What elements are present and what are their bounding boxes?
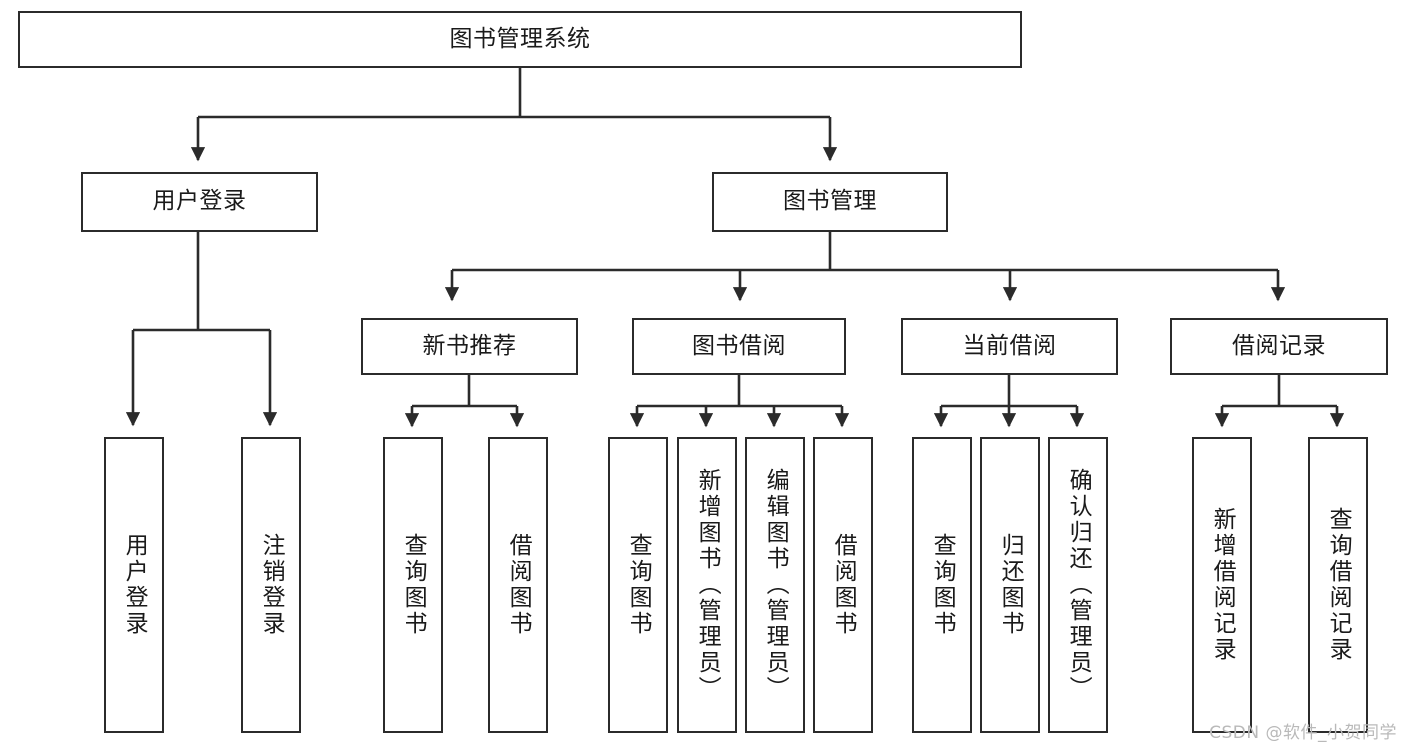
node-borrow-record[interactable]: 借阅记录 [1170, 318, 1388, 375]
node-book-borrow-label: 图书借阅 [692, 332, 786, 359]
node-leaf-confirm-return[interactable]: 确认归还（管理员） [1048, 437, 1108, 733]
node-leaf-edit-book-label: 编辑图书（管理员） [762, 468, 789, 702]
node-leaf-add-book[interactable]: 新增图书（管理员） [677, 437, 737, 733]
node-leaf-borrow-book-2[interactable]: 借阅图书 [813, 437, 873, 733]
node-new-book-recommend-label: 新书推荐 [422, 332, 517, 359]
node-leaf-borrow-book-1-label: 借阅图书 [505, 533, 532, 637]
node-book-manage-label: 图书管理 [783, 188, 877, 215]
node-leaf-user-login[interactable]: 用户登录 [104, 437, 164, 733]
node-leaf-logout-login[interactable]: 注销登录 [241, 437, 301, 733]
node-borrow-record-label: 借阅记录 [1232, 332, 1326, 359]
node-leaf-edit-book[interactable]: 编辑图书（管理员） [745, 437, 805, 733]
node-root[interactable]: 图书管理系统 [18, 11, 1022, 68]
node-leaf-logout-login-label: 注销登录 [258, 533, 285, 637]
node-leaf-borrow-book-1[interactable]: 借阅图书 [488, 437, 548, 733]
node-leaf-query-book-3-label: 查询图书 [929, 533, 956, 637]
node-leaf-add-borrow-record[interactable]: 新增借阅记录 [1192, 437, 1252, 733]
node-leaf-query-borrow-record-label: 查询借阅记录 [1325, 507, 1352, 663]
node-leaf-borrow-book-2-label: 借阅图书 [830, 533, 857, 637]
node-current-borrow-label: 当前借阅 [962, 332, 1057, 359]
node-leaf-query-book-1-label: 查询图书 [400, 533, 427, 637]
node-leaf-query-book-1[interactable]: 查询图书 [383, 437, 443, 733]
node-new-book-recommend[interactable]: 新书推荐 [361, 318, 578, 375]
node-user-login[interactable]: 用户登录 [81, 172, 318, 232]
node-leaf-query-book-3[interactable]: 查询图书 [912, 437, 972, 733]
node-leaf-query-book-2[interactable]: 查询图书 [608, 437, 668, 733]
node-leaf-add-borrow-record-label: 新增借阅记录 [1209, 507, 1236, 663]
node-book-borrow[interactable]: 图书借阅 [632, 318, 846, 375]
node-leaf-user-login-label: 用户登录 [121, 533, 148, 637]
node-leaf-confirm-return-label: 确认归还（管理员） [1065, 468, 1092, 702]
node-leaf-query-borrow-record[interactable]: 查询借阅记录 [1308, 437, 1368, 733]
node-leaf-return-book[interactable]: 归还图书 [980, 437, 1040, 733]
node-leaf-query-book-2-label: 查询图书 [625, 533, 652, 637]
node-root-label: 图书管理系统 [449, 25, 591, 52]
node-current-borrow[interactable]: 当前借阅 [901, 318, 1118, 375]
node-book-manage[interactable]: 图书管理 [712, 172, 948, 232]
node-leaf-return-book-label: 归还图书 [997, 533, 1024, 637]
csdn-watermark: CSDN @软件_小贺同学 [1209, 723, 1397, 743]
node-leaf-add-book-label: 新增图书（管理员） [694, 468, 721, 702]
node-user-login-label: 用户登录 [152, 188, 247, 215]
